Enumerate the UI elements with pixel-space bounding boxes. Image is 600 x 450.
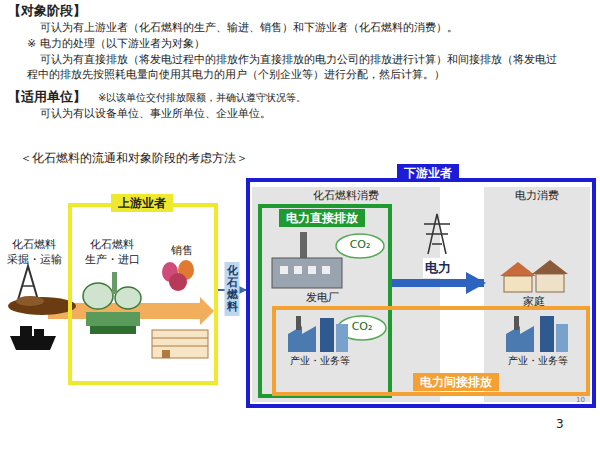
co2-text: CO₂: [352, 320, 373, 335]
section-heading: 【适用单位】: [8, 88, 86, 106]
ground-fossil: [252, 187, 440, 402]
note-text: ※以该单位交付排放限额，并确认遵守状况等。: [98, 91, 306, 105]
slide-number: 10: [576, 396, 585, 405]
label-tab: 电力间接排放: [413, 373, 499, 391]
label-tab: 上游业者: [111, 194, 173, 212]
body-text: 可认为有以设备单位、事业所单位、企业单位。: [40, 107, 271, 122]
label-tab: 下游业者: [397, 164, 459, 182]
stage-label: 化石燃料 采掘・运输: [6, 238, 62, 268]
downstream-box: 下游业者化石燃料消费电力直接排放电力消费电力间接排放: [246, 178, 596, 408]
area-title: 化石燃料消费: [313, 189, 379, 204]
upstream-box: 上游业者: [68, 203, 218, 385]
ground-power: [484, 187, 590, 402]
sale-goods: [152, 260, 208, 358]
factory-left: [288, 316, 348, 352]
section-heading: 【对象阶段】: [8, 2, 86, 20]
co2-text: CO₂: [350, 238, 371, 253]
body-text: 可认为有直接排放（将发电过程中的排放作为直接排放的电力公司的排放进行计算）和间接…: [27, 53, 567, 83]
plant-label: 发电厂: [306, 291, 339, 306]
home-label: 家庭: [523, 295, 545, 310]
industry-label: 产业・业务等: [508, 354, 568, 368]
flow-connector: [392, 279, 484, 287]
area-title: 电力消费: [515, 189, 559, 204]
label-tab: 电力直接排放: [279, 209, 365, 227]
power-consumption-area: 电力消费: [484, 187, 590, 402]
connector-label: 化石燃料: [225, 262, 240, 316]
power-plant: [272, 232, 342, 288]
industry-label: 产业・业务等: [290, 354, 350, 368]
houses: [500, 260, 568, 292]
stage-label: 化石燃料 生产・进口: [84, 238, 140, 268]
connector-label: 电力: [423, 258, 453, 278]
tower: [424, 214, 450, 254]
stage-label: 销售: [171, 244, 193, 259]
note-text: ※ 电力的处理（以下游业者为对象）: [27, 37, 205, 52]
figure-caption: ＜化石燃料的流通和对象阶段的考虑方法＞: [20, 150, 248, 166]
refinery: [83, 272, 141, 334]
page-number: 3: [556, 416, 564, 432]
fossil-consumption-area: 化石燃料消费电力直接排放: [252, 187, 440, 402]
indirect-emission-box: 电力间接排放: [272, 306, 590, 396]
factory-right: [506, 316, 568, 352]
oil-rig: [8, 266, 76, 350]
body-text: 可认为有上游业者（化石燃料的生产、输进、销售）和下游业者（化石燃料的消费）。: [40, 21, 458, 36]
